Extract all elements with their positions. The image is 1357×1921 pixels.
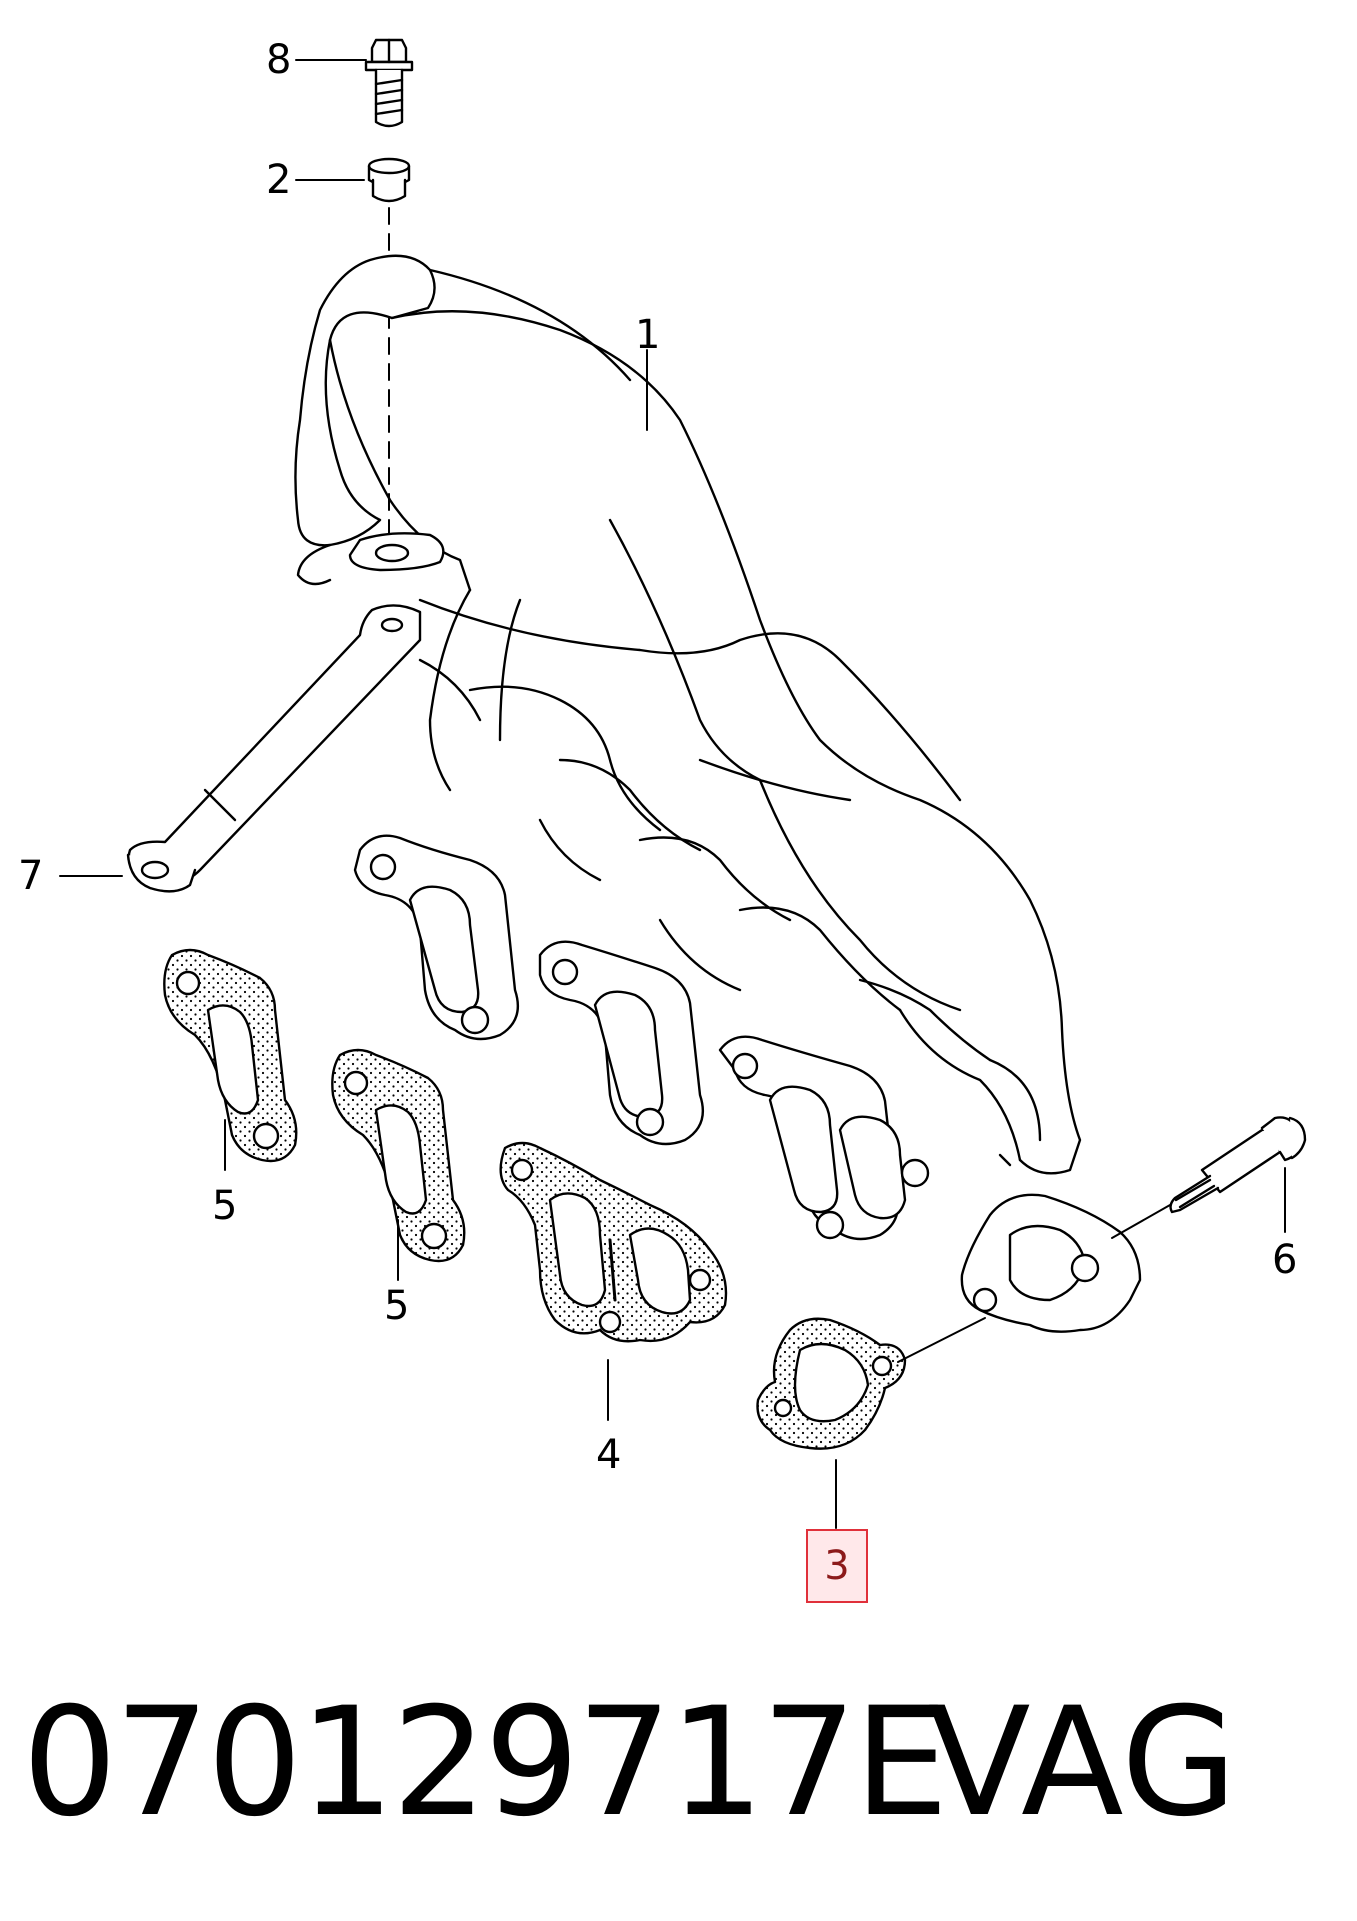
bushing-part-2 xyxy=(369,159,409,201)
exhaust-manifold-part-1 xyxy=(295,256,1080,1174)
manifold-port-flanges xyxy=(355,836,1140,1332)
callout-number-3-highlighted: 3 xyxy=(806,1529,868,1603)
callout-leaders xyxy=(60,60,1285,1528)
callout-number-2: 2 xyxy=(266,157,292,203)
callout-number-4: 4 xyxy=(596,1432,622,1478)
gasket-part-5b xyxy=(332,1050,464,1261)
callout-number-6: 6 xyxy=(1272,1237,1298,1283)
callout-number-5b: 5 xyxy=(384,1283,410,1329)
gasket-part-3 xyxy=(758,1319,906,1449)
stud-bolt-part-6 xyxy=(1171,1117,1305,1212)
callout-number-5a: 5 xyxy=(212,1183,238,1229)
callout-number-1: 1 xyxy=(635,312,661,358)
support-bracket-part-7 xyxy=(128,605,420,891)
brand-name: VAG xyxy=(928,1676,1238,1850)
part-number: 070129717E xyxy=(22,1676,949,1850)
gasket-part-5a xyxy=(164,950,296,1161)
callout-number-7: 7 xyxy=(18,853,44,899)
gasket-part-4 xyxy=(501,1143,726,1341)
bolt-part-8 xyxy=(366,40,412,126)
callout-number-8: 8 xyxy=(266,37,292,83)
